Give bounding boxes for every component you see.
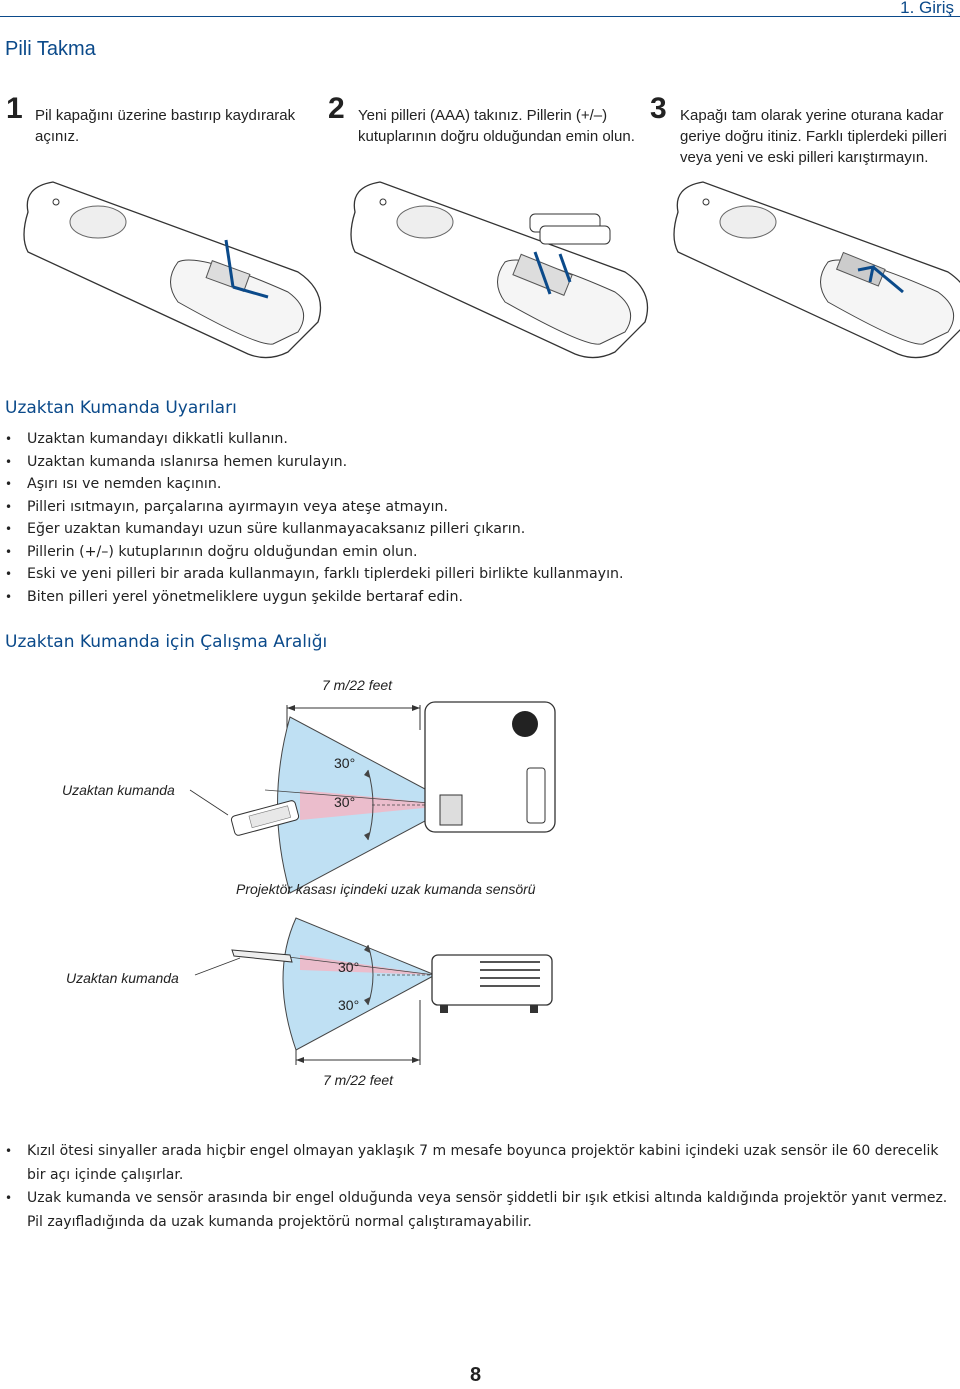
remote-icon xyxy=(230,800,300,836)
list-item: Aşırı ısı ve nemden kaçının. xyxy=(5,473,624,496)
list-item: Uzak kumanda ve sensör arasında bir enge… xyxy=(5,1187,957,1234)
step-1-text: Pil kapağını üzerine bastırıp kaydırarak… xyxy=(35,107,296,145)
battery-steps-illustration xyxy=(23,181,960,359)
remote-label-top: Uzaktan kumanda xyxy=(62,782,175,798)
angle-label: 30° xyxy=(334,794,356,810)
angle-label: 30° xyxy=(338,997,360,1013)
page-number: 8 xyxy=(470,1364,482,1386)
header-rule xyxy=(0,16,960,17)
range-heading: Uzaktan Kumanda için Çalışma Aralığı xyxy=(5,632,328,652)
list-item: Pilleri ısıtmayın, parçalarına ayırmayın… xyxy=(5,496,624,519)
step-2-text: Yeni pilleri (AAA) takınız. Pillerin (+/… xyxy=(358,107,635,145)
list-item: Eğer uzaktan kumandayı uzun süre kullanm… xyxy=(5,518,624,541)
list-item: Eski ve yeni pilleri bir arada kullanmay… xyxy=(5,563,624,586)
remote-step-3 xyxy=(673,181,960,359)
remote-step-1 xyxy=(23,181,322,359)
remote-step-2 xyxy=(350,181,649,359)
warnings-list: Uzaktan kumandayı dikkatli kullanın. Uza… xyxy=(5,428,624,608)
top-view-diagram xyxy=(189,701,556,894)
section-title: Pili Takma xyxy=(5,38,96,60)
arrow-down-icon xyxy=(533,251,552,295)
sensor-caption: Projektör kasası içindeki uzak kumanda s… xyxy=(236,881,536,897)
distance-label-bottom: 7 m/22 feet xyxy=(323,1072,394,1088)
side-view-diagram xyxy=(194,917,553,1065)
step-3-text: Kapağı tam olarak yerine oturana kadar g… xyxy=(680,107,947,166)
step-1-number: 1 xyxy=(6,92,23,125)
angle-label: 30° xyxy=(338,959,360,975)
list-item: Biten pilleri yerel yönetmeliklere uygun… xyxy=(5,586,624,609)
list-item: Uzaktan kumanda ıslanırsa hemen kurulayı… xyxy=(5,451,624,474)
remote-label-bottom: Uzaktan kumanda xyxy=(66,970,179,986)
step-2-number: 2 xyxy=(328,92,345,125)
angle-label: 30° xyxy=(334,755,356,771)
list-item: Pillerin (+/–) kutuplarının doğru olduğu… xyxy=(5,541,624,564)
distance-label-top: 7 m/22 feet xyxy=(322,677,393,693)
arrow-down-icon xyxy=(224,239,235,288)
list-item: Kızıl ötesi sinyaller arada hiçbir engel… xyxy=(5,1140,957,1187)
chapter-title: 1. Giriş xyxy=(900,0,954,17)
arrow-up-icon xyxy=(872,265,904,294)
warnings-heading: Uzaktan Kumanda Uyarıları xyxy=(5,398,237,418)
notes-list: Kızıl ötesi sinyaller arada hiçbir engel… xyxy=(5,1140,957,1234)
step-3-number: 3 xyxy=(650,92,667,125)
battery-icon xyxy=(529,213,611,245)
remote-icon xyxy=(231,949,293,963)
list-item: Uzaktan kumandayı dikkatli kullanın. xyxy=(5,428,624,451)
